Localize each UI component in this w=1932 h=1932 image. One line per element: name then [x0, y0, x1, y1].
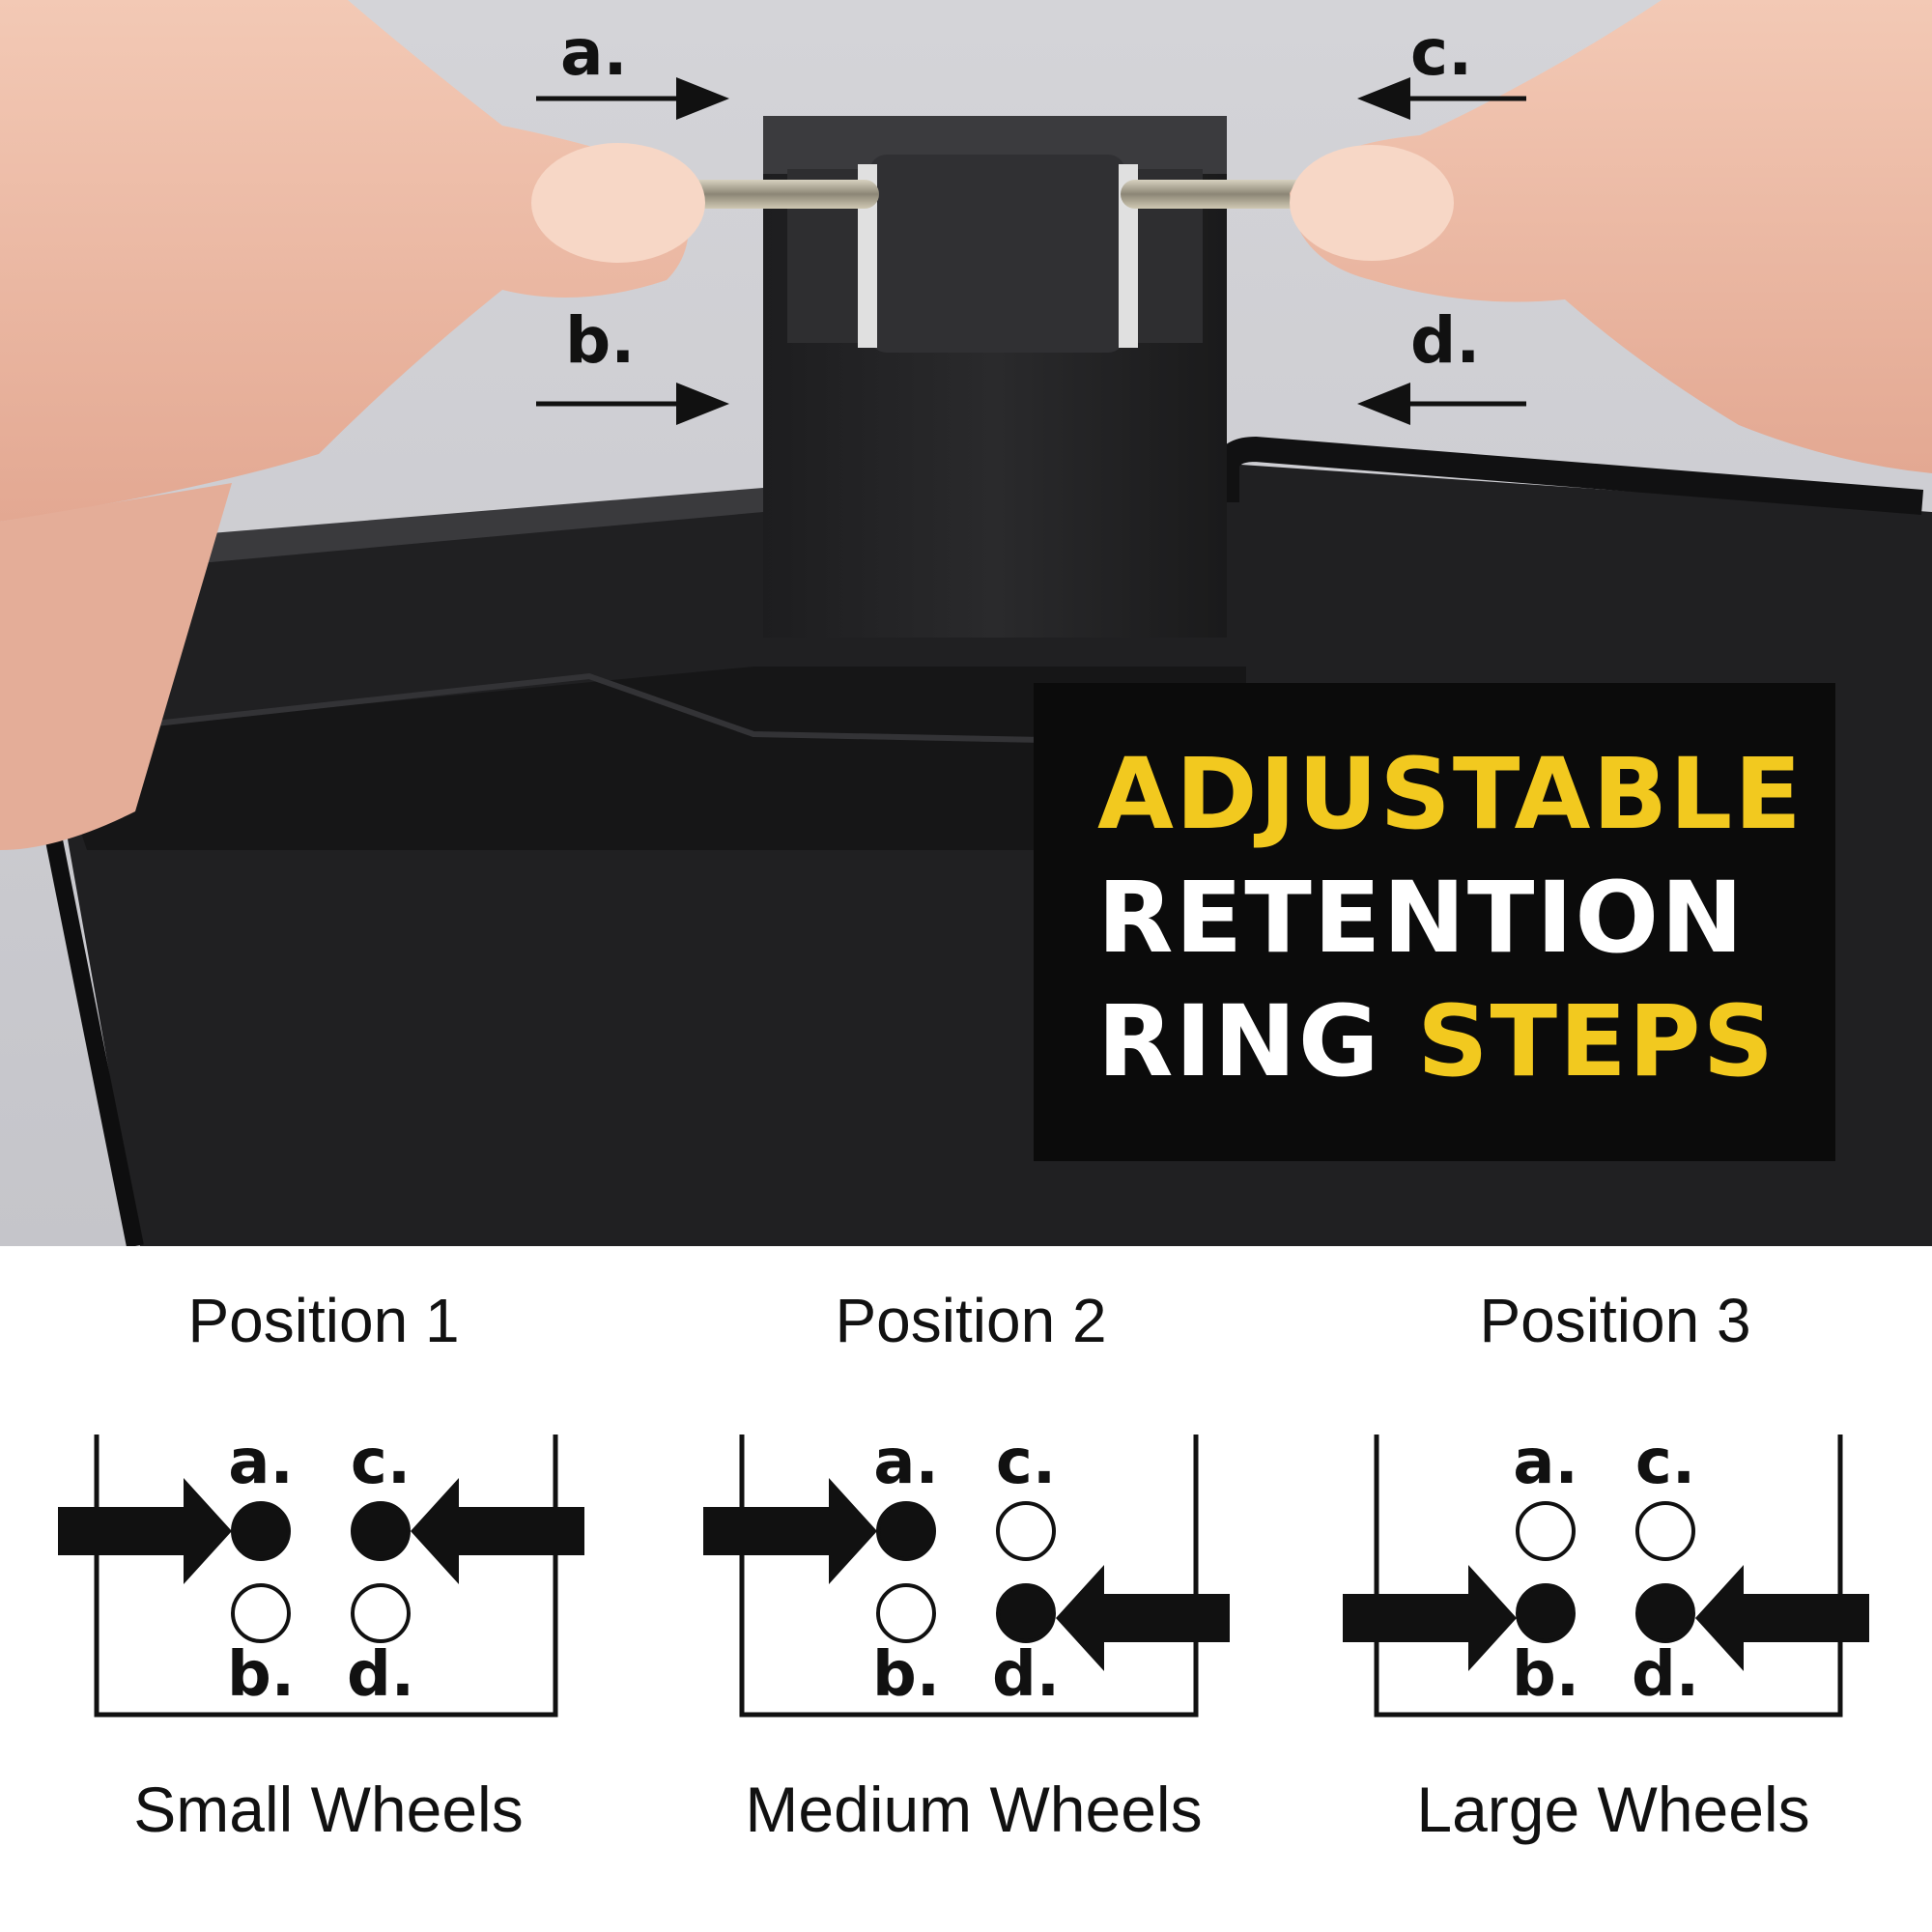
- position-1-label-b: b.: [226, 1639, 296, 1711]
- position-2-label-d: d.: [991, 1639, 1061, 1711]
- position-3-diagram: [1343, 1435, 1869, 1718]
- position-3-dot-b-filled: [1516, 1583, 1576, 1643]
- left-hand: [0, 0, 705, 850]
- position-3-label-d: d.: [1631, 1639, 1700, 1711]
- position-2-caption: Medium Wheels: [745, 1774, 1203, 1845]
- position-3-label-b: b.: [1511, 1639, 1580, 1711]
- photo-arrows: [536, 77, 1526, 425]
- photo-illustration: [0, 0, 1932, 1246]
- position-2-dot-a-filled: [876, 1501, 936, 1561]
- position-1-diagram: [58, 1435, 584, 1718]
- banner-line-3-yellow: STEPS: [1417, 984, 1776, 1099]
- position-2-label-b: b.: [871, 1639, 941, 1711]
- photo-label-b: b.: [565, 303, 636, 378]
- position-3-dot-c-empty: [1635, 1501, 1695, 1561]
- position-2-label-c: c.: [995, 1427, 1057, 1498]
- position-3-dot-d-filled: [1635, 1583, 1695, 1643]
- position-1-label-c: c.: [350, 1427, 412, 1498]
- position-1-label-d: d.: [346, 1639, 415, 1711]
- position-diagrams: Position 1 a. c. b. d. Small Wheels Posi…: [0, 1246, 1932, 1932]
- position-3-caption: Large Wheels: [1416, 1774, 1810, 1845]
- position-3-title: Position 3: [1479, 1286, 1751, 1355]
- position-1-label-a: a.: [228, 1427, 294, 1498]
- position-1-title: Position 1: [187, 1286, 460, 1355]
- photo-label-a: a.: [560, 15, 628, 90]
- banner-line-3: RING STEPS: [1097, 980, 1835, 1104]
- product-photo: a. b. c. d. ADJUSTABLE RETENTION RING ST…: [0, 0, 1932, 1246]
- banner-line-3-white: RING: [1097, 984, 1418, 1099]
- position-1-dot-a-filled: [231, 1501, 291, 1561]
- position-1-dot-d-empty: [351, 1583, 411, 1643]
- position-1-caption: Small Wheels: [133, 1774, 524, 1845]
- position-1-dot-b-empty: [231, 1583, 291, 1643]
- banner-line-1: ADJUSTABLE: [1097, 737, 1804, 852]
- title-banner: ADJUSTABLE RETENTION RING STEPS: [1034, 683, 1835, 1161]
- wire-handle: [1214, 436, 1924, 515]
- position-3-dot-a-empty: [1516, 1501, 1576, 1561]
- position-1-dot-c-filled: [351, 1501, 411, 1561]
- right-hand: [1290, 0, 1932, 473]
- holster-strap: [763, 116, 1227, 638]
- position-2-diagram: [703, 1435, 1230, 1718]
- position-3-label-c: c.: [1634, 1427, 1696, 1498]
- banner-line-2: RETENTION: [1097, 861, 1746, 976]
- photo-label-d: d.: [1410, 303, 1481, 378]
- position-2-dot-b-empty: [876, 1583, 936, 1643]
- position-2-dot-c-empty: [996, 1501, 1056, 1561]
- position-2-dot-d-filled: [996, 1583, 1056, 1643]
- position-3-label-a: a.: [1513, 1427, 1578, 1498]
- position-2-label-a: a.: [873, 1427, 939, 1498]
- photo-label-c: c.: [1410, 15, 1473, 90]
- position-2-title: Position 2: [835, 1286, 1107, 1355]
- retention-ring: [676, 180, 1314, 209]
